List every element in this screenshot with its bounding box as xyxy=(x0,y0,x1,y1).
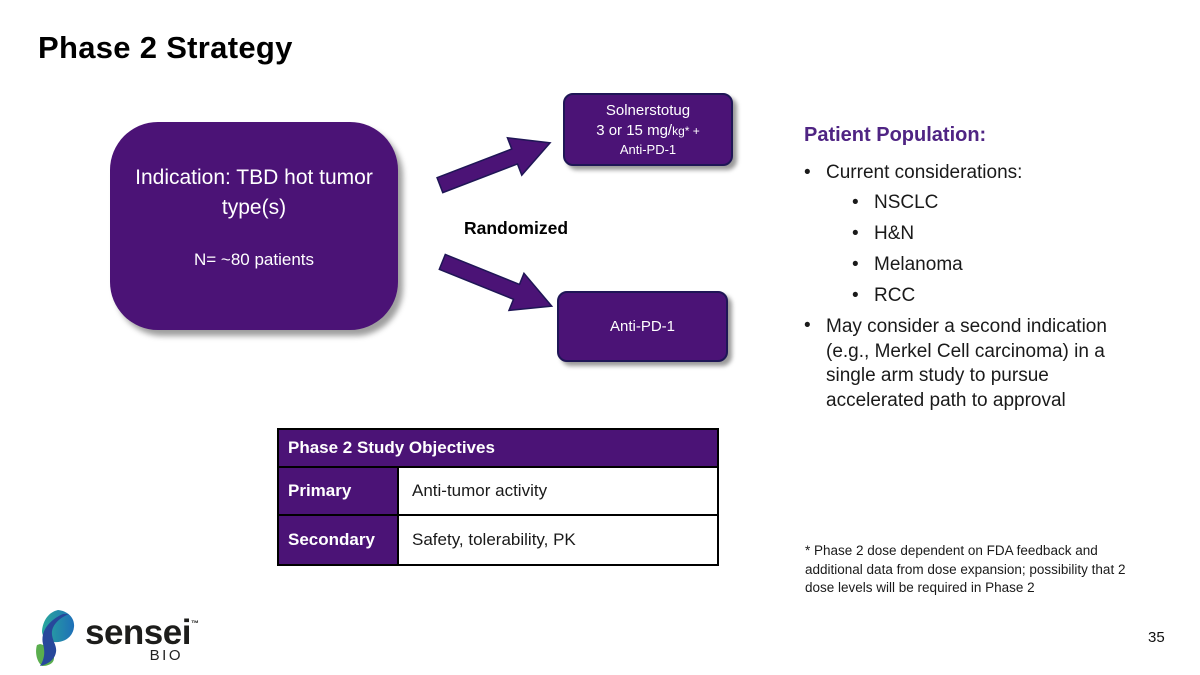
bullet-icon: • xyxy=(804,315,811,336)
arm2-label: Anti-PD-1 xyxy=(609,318,676,335)
list-item-label: RCC xyxy=(874,285,916,306)
bullet-icon: • xyxy=(852,285,859,306)
arm1-dose-prefix: 3 or 15 mg/ xyxy=(596,122,673,139)
table-header-row: Phase 2 Study Objectives xyxy=(277,428,719,468)
bullet-second-indication: • May consider a second indication (e.g.… xyxy=(804,315,1189,413)
page-number: 35 xyxy=(1148,629,1165,646)
trademark-symbol: ™ xyxy=(190,619,199,628)
list-item: • NSCLC xyxy=(852,191,1189,215)
indication-box: Indication: TBD hot tumor type(s) N= ~80… xyxy=(110,122,398,330)
dose-footnote: * Phase 2 dose dependent on FDA feedback… xyxy=(805,543,1126,595)
list-item-label: H&N xyxy=(874,223,915,244)
patient-population-section: Patient Population: • Current considerat… xyxy=(804,124,1189,420)
study-objectives-table: Phase 2 Study Objectives Primary Anti-tu… xyxy=(277,428,719,566)
row-label-secondary: Secondary xyxy=(277,514,399,566)
arm1-dose-suffix: * + xyxy=(684,124,700,138)
table-header-cell: Phase 2 Study Objectives xyxy=(277,428,719,468)
bullet-icon: • xyxy=(852,192,859,213)
arm1-dose-line: 3 or 15 mg/kg* + xyxy=(565,121,731,141)
patient-count-text: N= ~80 patients xyxy=(193,250,315,269)
row-value-secondary: Safety, tolerability, PK xyxy=(397,514,719,566)
arm2-anti-pd1-box: Anti-PD-1 xyxy=(557,291,728,362)
logo-wordmark-text: sensei xyxy=(85,613,191,652)
bullet-text: May consider a second indication (e.g., … xyxy=(826,316,1107,411)
logo-sub-text: BIO xyxy=(149,647,183,664)
indication-text: Indication: TBD hot tumor type(s) xyxy=(135,166,373,219)
sensei-logo-icon xyxy=(36,610,75,666)
slide-title: Phase 2 Strategy xyxy=(38,30,293,65)
bullet-current-considerations: • Current considerations: xyxy=(804,162,1189,184)
arm1-dose-kg: kg xyxy=(672,124,685,138)
randomization-arrow-top-icon xyxy=(436,136,552,194)
table-row: Secondary Safety, tolerability, PK xyxy=(277,514,719,566)
list-item-label: NSCLC xyxy=(874,192,939,213)
row-value-primary: Anti-tumor activity xyxy=(397,466,719,516)
sensei-bio-logo: sensei™ BIO xyxy=(27,607,207,669)
bullet-icon: • xyxy=(852,223,859,244)
randomization-arrow-bottom-icon xyxy=(438,253,554,312)
arm1-solnerstotug-box: Solnerstotug 3 or 15 mg/kg* + Anti-PD-1 xyxy=(563,93,733,166)
bullet-icon: • xyxy=(852,254,859,275)
randomized-label: Randomized xyxy=(463,218,569,238)
bullet-text: Current considerations: xyxy=(826,162,1023,183)
row-label-primary: Primary xyxy=(277,466,399,516)
list-item: • H&N xyxy=(852,222,1189,246)
considerations-list: • NSCLC • H&N • Melanoma • RCC xyxy=(852,191,1189,308)
table-row: Primary Anti-tumor activity xyxy=(277,466,719,516)
logo-wordmark: sensei™ xyxy=(85,613,199,653)
list-item-label: Melanoma xyxy=(874,254,963,275)
arm1-drug-name: Solnerstotug xyxy=(605,102,691,119)
bullet-icon: • xyxy=(804,162,811,183)
arm1-combo-label: Anti-PD-1 xyxy=(619,142,677,157)
patient-population-heading: Patient Population: xyxy=(804,124,987,146)
list-item: • RCC xyxy=(852,284,1189,308)
list-item: • Melanoma xyxy=(852,253,1189,277)
